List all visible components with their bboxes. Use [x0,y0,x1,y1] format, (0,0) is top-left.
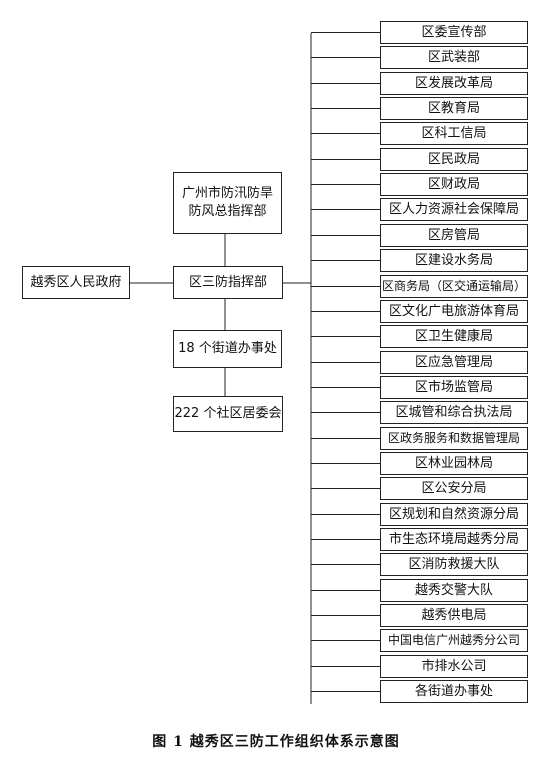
department-label: 区委宣传部 [421,24,487,40]
department-node: 区武装部 [380,46,528,69]
department-label: 区建设水务局 [414,252,493,268]
department-label: 区应急管理局 [414,354,493,370]
department-label: 区民政局 [427,151,480,167]
department-node: 区商务局（区交通运输局） [380,275,528,298]
communities-node: 222 个社区居委会 [173,396,283,432]
department-node: 区文化广电旅游体育局 [380,300,528,323]
city-hq-node: 广州市防汛防旱防风总指挥部 [173,172,282,234]
department-label: 区科工信局 [421,125,487,141]
department-node: 越秀交警大队 [380,579,528,602]
department-node: 区政务服务和数据管理局 [380,427,528,450]
department-label: 区发展改革局 [414,75,493,91]
department-node: 区发展改革局 [380,72,528,95]
department-label: 区公安分局 [421,480,487,496]
department-label: 区政务服务和数据管理局 [387,431,520,446]
department-label: 区规划和自然资源分局 [388,506,519,522]
department-label: 市排水公司 [421,658,487,674]
department-label: 各街道办事处 [414,683,493,699]
department-node: 区城管和综合执法局 [380,401,528,424]
department-label: 区教育局 [427,100,480,116]
department-node: 市生态环境局越秀分局 [380,528,528,551]
department-node: 中国电信广州越秀分公司 [380,629,528,652]
department-label: 区市场监管局 [414,379,493,395]
figure-caption: 图 1 越秀区三防工作组织体系示意图 [152,734,400,750]
gov-node: 越秀区人民政府 [22,266,130,299]
department-label: 区卫生健康局 [414,328,493,344]
department-node: 区教育局 [380,97,528,120]
streets-node: 18 个街道办事处 [173,330,282,368]
department-label: 区文化广电旅游体育局 [388,303,519,319]
department-label: 区财政局 [427,176,480,192]
department-node: 区委宣传部 [380,21,528,44]
department-node: 区房管局 [380,224,528,247]
department-label: 越秀供电局 [421,607,487,623]
department-node: 越秀供电局 [380,604,528,627]
hq-node: 区三防指挥部 [173,266,283,299]
department-label: 区武装部 [427,49,480,65]
department-node: 区人力资源社会保障局 [380,198,528,221]
department-node: 区市场监管局 [380,376,528,399]
department-node: 区科工信局 [380,122,528,145]
department-label: 中国电信广州越秀分公司 [387,633,520,648]
department-label: 区商务局（区交通运输局） [381,279,526,294]
department-node: 市排水公司 [380,655,528,678]
department-label: 越秀交警大队 [414,582,493,598]
department-node: 各街道办事处 [380,680,528,703]
department-label: 区消防救援大队 [408,556,500,572]
department-node: 区民政局 [380,148,528,171]
department-label: 区房管局 [427,227,480,243]
department-node: 区规划和自然资源分局 [380,503,528,526]
department-node: 区林业园林局 [380,452,528,475]
department-node: 区消防救援大队 [380,553,528,576]
department-node: 区公安分局 [380,477,528,500]
department-node: 区应急管理局 [380,351,528,374]
department-label: 市生态环境局越秀分局 [388,531,519,547]
department-label: 区城管和综合执法局 [395,404,513,420]
department-node: 区卫生健康局 [380,325,528,348]
department-node: 区建设水务局 [380,249,528,272]
department-label: 区林业园林局 [414,455,493,471]
department-node: 区财政局 [380,173,528,196]
department-label: 区人力资源社会保障局 [388,201,519,217]
